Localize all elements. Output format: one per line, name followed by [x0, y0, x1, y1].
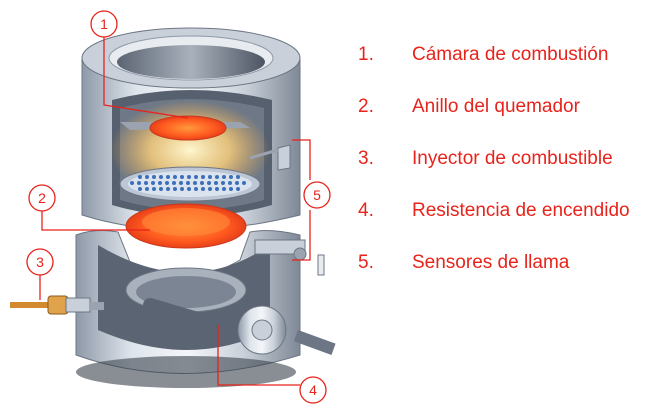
- legend-item-label: Cámara de combustión: [412, 44, 609, 65]
- callout-1-text: 1: [100, 16, 108, 32]
- legend-item-label: Inyector de combustible: [412, 148, 613, 169]
- burner-hole: [138, 187, 142, 191]
- legend-item-label: Anillo del quemador: [412, 96, 580, 117]
- callout-5-text: 5: [313, 187, 321, 203]
- burner-hole: [229, 187, 233, 191]
- leader-line-1: [103, 34, 189, 119]
- burner-hole: [145, 175, 149, 179]
- callout-2: 2: [28, 184, 56, 212]
- burner-hole: [180, 175, 184, 179]
- legend-item-number: 2.: [358, 96, 374, 117]
- burner-hole: [173, 175, 177, 179]
- burner-hole: [151, 181, 155, 185]
- callout-2-text: 2: [38, 190, 46, 206]
- burner-hole: [130, 181, 134, 185]
- burner-hole: [222, 175, 226, 179]
- burner-hole: [207, 181, 211, 185]
- burner-hole: [194, 175, 198, 179]
- burner-hole: [158, 181, 162, 185]
- burner-hole: [236, 175, 240, 179]
- legend-item-number: 4.: [358, 200, 374, 221]
- callout-3-text: 3: [36, 254, 44, 270]
- burner-hole: [172, 181, 176, 185]
- burner-hole: [166, 187, 170, 191]
- burner-hole: [222, 187, 226, 191]
- burner-hole: [200, 181, 204, 185]
- burner-hole: [242, 181, 246, 185]
- burner-hole: [179, 181, 183, 185]
- burner-hole: [138, 175, 142, 179]
- burner-hole: [215, 187, 219, 191]
- legend-item: 5. Sensores de llama: [358, 252, 630, 304]
- burner-hole: [152, 175, 156, 179]
- burner-hole: [180, 187, 184, 191]
- burner-hole: [159, 175, 163, 179]
- leader-lines: [39, 34, 311, 386]
- legend: 1. Cámara de combustión 2. Anillo del qu…: [358, 44, 630, 304]
- legend-item-label: Sensores de llama: [412, 252, 570, 273]
- burner-hole: [165, 181, 169, 185]
- burner-hole: [215, 175, 219, 179]
- legend-item-number: 5.: [358, 252, 374, 273]
- burner-hole: [166, 175, 170, 179]
- callout-4-text: 4: [309, 382, 317, 398]
- burner-orange-disk: [125, 203, 247, 249]
- burner-hole: [193, 181, 197, 185]
- legend-item-number: 3.: [358, 148, 374, 169]
- burner-hole: [194, 187, 198, 191]
- burner-holes: [130, 175, 246, 191]
- burner-hole: [152, 187, 156, 191]
- burner-hole: [145, 187, 149, 191]
- leader-line-5: [292, 139, 311, 261]
- burner-hole: [208, 175, 212, 179]
- callout-5: 5: [303, 181, 331, 209]
- burner-ring-mesh: [119, 166, 261, 202]
- burner-hole: [201, 175, 205, 179]
- burner-hole: [187, 187, 191, 191]
- burner-hole: [144, 181, 148, 185]
- legend-item-label: Resistencia de encendido: [412, 200, 630, 221]
- callout-3: 3: [26, 248, 54, 276]
- legend-item: 1. Cámara de combustión: [358, 44, 630, 96]
- burner-hole: [201, 187, 205, 191]
- burner-hole: [236, 187, 240, 191]
- leader-line-4: [217, 325, 300, 386]
- legend-item: 2. Anillo del quemador: [358, 96, 630, 148]
- burner-hole: [186, 181, 190, 185]
- top-orange-plate: [120, 115, 250, 141]
- right-side-assembly: [143, 144, 336, 355]
- burner-hole: [173, 187, 177, 191]
- burner-hole: [228, 181, 232, 185]
- leader-line-2: [41, 211, 150, 231]
- burner-hole: [221, 181, 225, 185]
- legend-item-number: 1.: [358, 44, 374, 65]
- burner-hole: [187, 175, 191, 179]
- burner-hole: [229, 175, 233, 179]
- burner-hole: [137, 181, 141, 185]
- callout-4: 4: [299, 376, 327, 404]
- legend-item: 3. Inyector de combustible: [358, 148, 630, 200]
- burner-hole: [208, 187, 212, 191]
- legend-item: 4. Resistencia de encendido: [358, 200, 630, 252]
- burner-hole: [159, 187, 163, 191]
- callout-1: 1: [90, 10, 118, 38]
- fuel-injector-pipe: [10, 295, 104, 315]
- burner-hole: [214, 181, 218, 185]
- burner-hole: [235, 181, 239, 185]
